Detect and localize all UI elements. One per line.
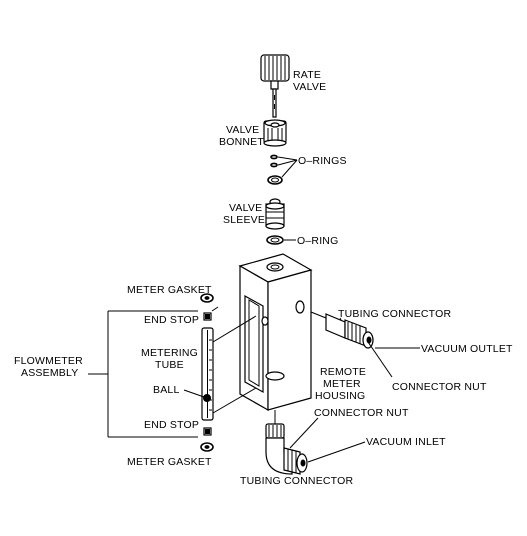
label-remote-meter-housing-1: REMOTE <box>320 366 366 378</box>
tubing-connector-inlet <box>265 423 308 475</box>
label-rate-valve-1: RATE <box>293 69 321 81</box>
label-meter-gasket-top: METER GASKET <box>127 284 212 296</box>
label-rate-valve-2: VALVE <box>293 81 326 93</box>
end-stop-bottom <box>203 427 212 436</box>
label-end-stop-top: END STOP <box>144 314 199 326</box>
leader-lines <box>88 156 420 463</box>
label-connector-nut-top: CONNECTOR NUT <box>392 381 487 393</box>
end-stop-top <box>203 312 212 321</box>
metering-tube <box>201 327 214 421</box>
label-remote-meter-housing-3: HOUSING <box>315 390 365 402</box>
valve-bonnet <box>263 119 287 147</box>
label-end-stop-bottom: END STOP <box>144 419 199 431</box>
label-vacuum-inlet: VACUUM INLET <box>366 436 446 448</box>
label-tubing-connector-top: TUBING CONNECTOR <box>338 308 451 320</box>
label-valve-sleeve-2: SLEEVE <box>223 214 265 226</box>
label-metering-tube-1: METERING <box>141 347 198 359</box>
label-meter-gasket-bottom: METER GASKET <box>127 456 212 468</box>
label-flowmeter-assembly-2: ASSEMBLY <box>21 367 78 379</box>
label-vacuum-outlet: VACUUM OUTLET <box>421 343 513 355</box>
label-ball: BALL <box>153 384 180 396</box>
label-o-rings: O–RINGS <box>298 155 347 167</box>
label-remote-meter-housing-2: METER <box>323 378 361 390</box>
label-valve-bonnet-1: VALVE <box>226 124 259 136</box>
meter-gasket-bottom <box>200 442 214 452</box>
labels: RATE VALVE VALVE BONNET O–RINGS VALVE SL… <box>14 69 513 487</box>
tubing-connector-outlet <box>325 313 374 349</box>
label-flowmeter-assembly-1: FLOWMETER <box>14 355 83 367</box>
label-connector-nut-bottom: CONNECTOR NUT <box>314 407 409 419</box>
o-ring <box>266 235 284 245</box>
label-metering-tube-2: TUBE <box>155 359 184 371</box>
meter-gasket-top <box>200 293 214 303</box>
label-o-ring: O–RING <box>297 235 338 247</box>
label-tubing-connector-bottom: TUBING CONNECTOR <box>240 475 353 487</box>
label-valve-bonnet-2: BONNET <box>219 136 264 148</box>
ball <box>203 394 211 402</box>
label-valve-sleeve-1: VALVE <box>229 202 262 214</box>
valve-sleeve <box>265 198 285 230</box>
rate-valve <box>260 54 290 118</box>
o-rings <box>267 154 283 185</box>
remote-meter-housing <box>238 253 313 412</box>
